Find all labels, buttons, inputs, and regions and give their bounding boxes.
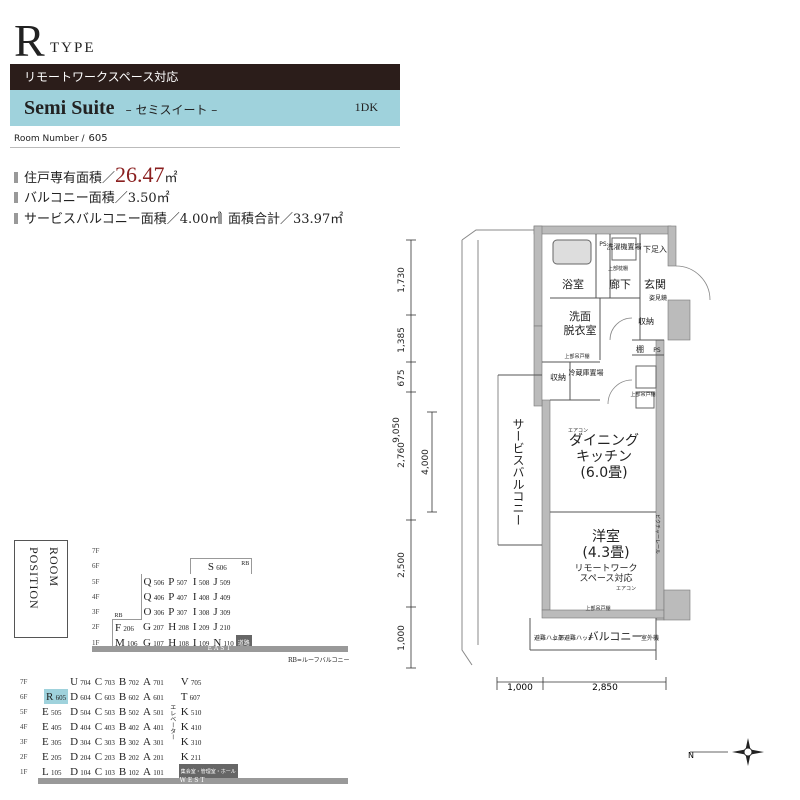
spec-balcony: バルコニー面積／3.50㎡ — [14, 187, 170, 206]
upper-escape-hatch: 上部避難ハッチ — [552, 634, 594, 642]
east-label: EAST — [92, 646, 348, 652]
rb-note: RB=ルーフバルコニー — [288, 657, 350, 664]
dim-9050: 9,050 — [392, 417, 402, 443]
spec-area: 住戸専有面積／26.47㎡ — [14, 162, 178, 188]
room-position-word1: ROOM — [47, 547, 61, 588]
area-value: 26.47 — [115, 162, 165, 187]
dim-2760: 2,760 — [397, 442, 407, 468]
service-balcony-text: サービスバルコニー面積／4.00㎡ — [24, 212, 222, 227]
walls — [533, 225, 691, 621]
bathtub — [552, 239, 592, 265]
west-label: WEST — [38, 778, 348, 784]
highlight-room: R 605 — [44, 689, 69, 704]
room-position-word2: POSITION — [27, 547, 41, 610]
room-number: 605 — [88, 133, 108, 144]
room-fridge: 冷蔵庫置場 — [569, 368, 604, 377]
room-western3: リモートワーク — [574, 563, 637, 574]
dim-1730: 1,730 — [397, 267, 407, 293]
room-storage2: 収納 — [550, 372, 566, 382]
name-ja: – セミスイート – — [125, 103, 218, 117]
dim-675: 675 — [397, 369, 407, 386]
upper-shelf-3: 上部吊戸棚 — [630, 391, 655, 398]
name-band: Semi Suite – セミスイート – 1DK — [10, 90, 400, 126]
name-en: Semi Suite — [24, 97, 115, 119]
room-bath: 浴室 — [562, 277, 584, 291]
common-area-label: 集会室・管理室・ホール — [178, 764, 238, 779]
lower-position-table: 7F U 704 C 703 B 702 A 701 V 705 6F R 60… — [20, 675, 238, 779]
outdoor-unit: 室外機 — [641, 634, 659, 642]
room-western4: スペース対応 — [580, 572, 633, 584]
room-balcony: バルコニー — [588, 630, 643, 643]
dim-h-2850: 2,850 — [592, 683, 618, 693]
dimension-lines — [406, 239, 667, 690]
service-balcony-label: サービスバルコニー — [511, 418, 525, 526]
vertical-dimension-labels: 1,730 1,385 675 2,760 2,500 1,000 9,050 … — [392, 267, 431, 651]
floor-plan: 1,730 1,385 675 2,760 2,500 1,000 9,050 … — [392, 225, 764, 766]
compass-n: N — [688, 751, 694, 760]
spec-service-balcony: サービスバルコニー面積／4.00㎡ — [14, 208, 222, 227]
room-wash1: 洗面 — [569, 310, 591, 323]
dim-4000: 4,000 — [421, 449, 431, 475]
bullet — [14, 172, 18, 183]
room-shelf: 棚 — [636, 344, 644, 354]
balcony-text: バルコニー面積／3.50㎡ — [24, 191, 170, 206]
bullet — [218, 213, 222, 224]
room-number-row: Room Number /605 — [10, 130, 400, 148]
spec-total: 面積合計／33.97㎡ — [218, 208, 343, 227]
area-label: 住戸専有面積／ — [24, 171, 116, 186]
room-ps2: PS — [653, 347, 661, 354]
escape-hatch: 避難ハッチ — [534, 634, 564, 642]
type-letter: R — [14, 15, 45, 66]
room-position-title: ROOM POSITION — [14, 540, 68, 638]
mirror-label: 姿見鏡 — [649, 294, 667, 302]
dim-1385: 1,385 — [397, 327, 407, 353]
room-wash2: 脱衣室 — [564, 323, 597, 337]
type-word: TYPE — [50, 40, 96, 56]
room-shoe: 下足入 — [643, 245, 667, 254]
aircon-2: エアコン — [616, 586, 636, 592]
elevator-label: エレベーター — [168, 704, 175, 740]
room-entrance: 玄関 — [644, 277, 666, 291]
dim-1000: 1,000 — [397, 625, 407, 651]
room-ps1: PS — [599, 241, 607, 248]
dim-2500: 2,500 — [397, 552, 407, 578]
plan-type: 1DK — [354, 100, 378, 114]
area-unit: ㎡ — [164, 171, 178, 186]
upper-shelf-2: 上部吊戸棚 — [564, 353, 589, 360]
aircon-1: エアコン — [568, 428, 588, 434]
dim-h-1000: 1,000 — [507, 683, 533, 693]
total-text: 面積合計／33.97㎡ — [228, 212, 344, 227]
room-dining3: (6.0畳) — [580, 465, 627, 481]
room-western1: 洋室 — [592, 528, 620, 545]
room-dining2: キッチン — [576, 449, 632, 465]
room-western2: (4.3畳) — [582, 545, 629, 561]
room-storage1: 収納 — [638, 316, 654, 326]
remote-label: リモートワークスペース対応 — [10, 64, 400, 90]
upper-shelf-1: 上部枕棚 — [608, 265, 628, 272]
room-number-label: Room Number / — [14, 134, 85, 144]
room-hall: 廊下 — [609, 277, 631, 291]
picture-rail: ピクチャーレール — [654, 514, 660, 554]
bullet — [14, 192, 18, 203]
room-washer: 洗濯機置場 — [607, 242, 642, 251]
room-dining1: ダイニング — [569, 433, 639, 449]
upper-shelf-4: 上部吊戸棚 — [585, 605, 610, 612]
compass-icon — [690, 738, 764, 766]
bullet — [14, 213, 18, 224]
